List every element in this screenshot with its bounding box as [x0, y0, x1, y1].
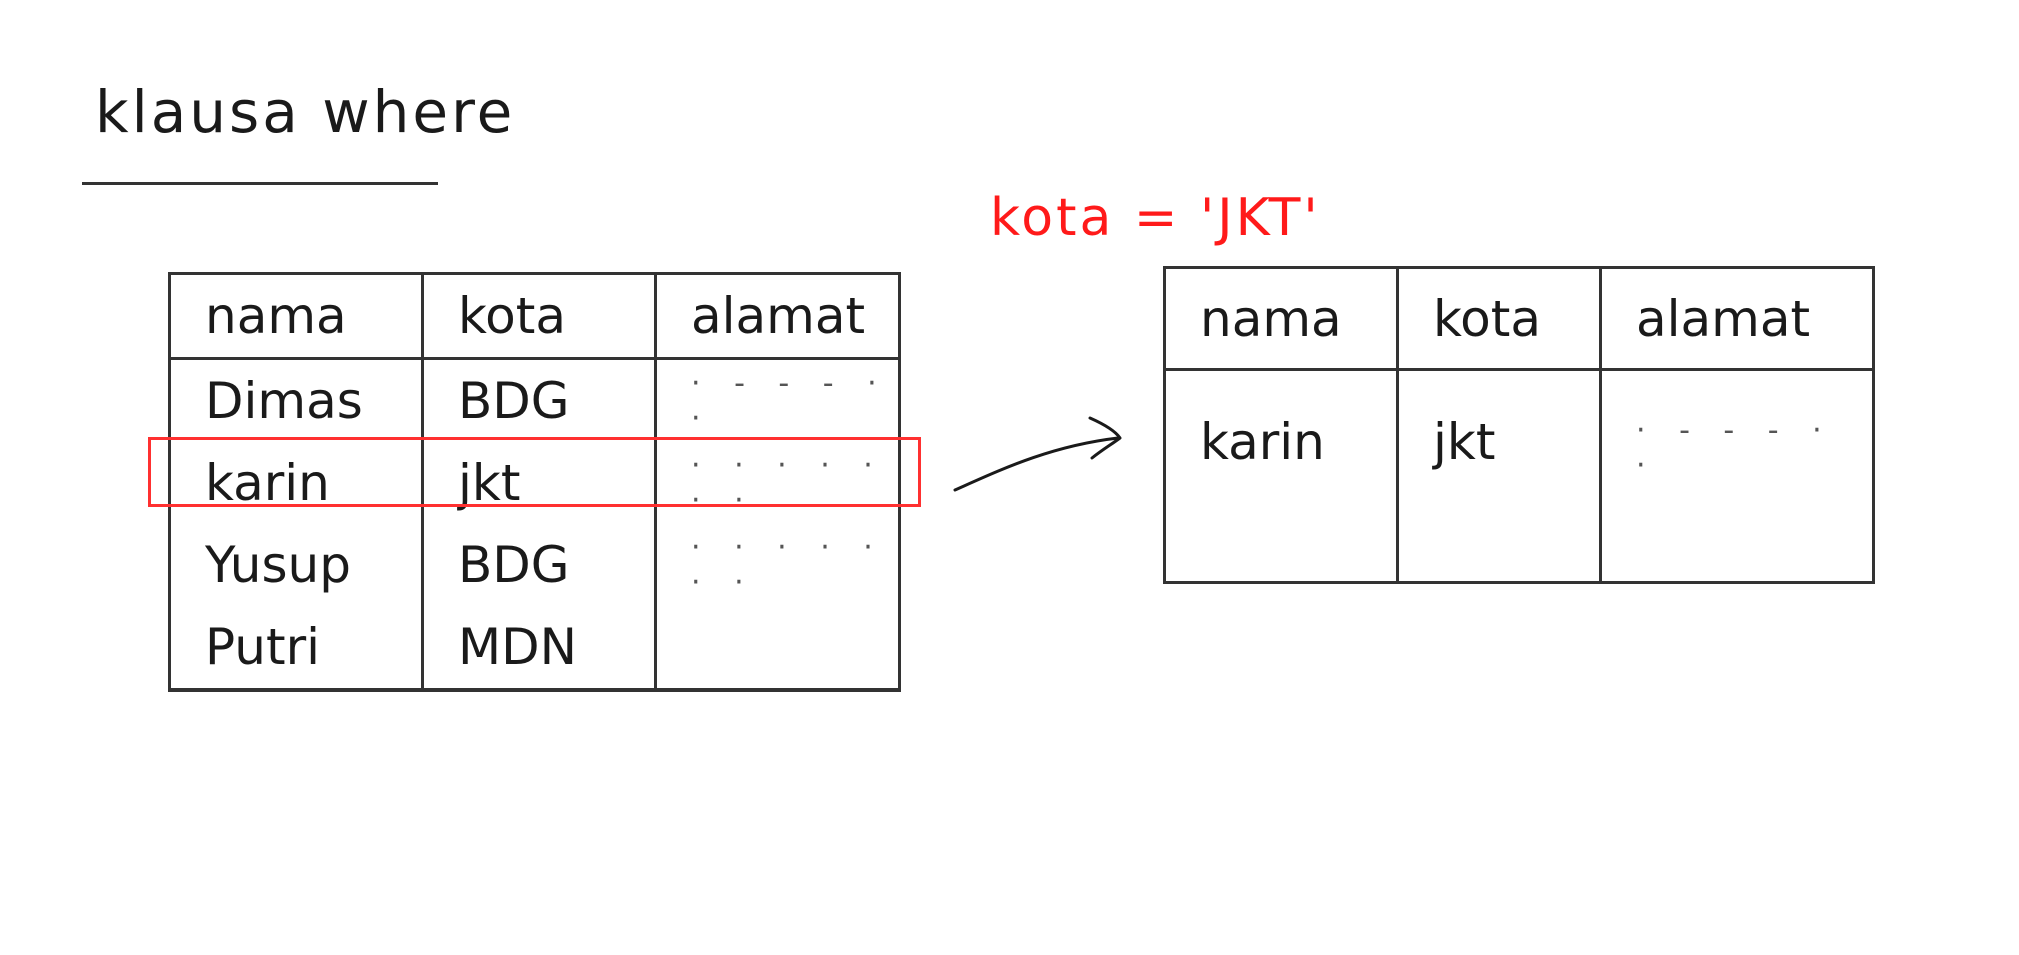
result-header-nama: nama: [1164, 267, 1399, 371]
source-cell-alamat: · · · · · · ·: [691, 530, 885, 600]
result-header-kota: kota: [1397, 267, 1602, 371]
source-row: Yusup BDG · · · · · · ·: [169, 524, 900, 606]
source-cell-alamat: · - - - · ·: [691, 366, 889, 436]
source-cell-nama: karin: [169, 442, 424, 524]
result-cell-alamat: · - - - · ·: [1636, 413, 1834, 483]
source-cell-nama: Dimas: [169, 358, 424, 442]
where-condition: kota = 'JKT': [990, 188, 1321, 248]
source-cell-nama: Yusup: [169, 524, 424, 606]
source-cell-kota: BDG: [422, 524, 657, 606]
result-row: karin jkt · - - - · ·: [1164, 369, 1874, 583]
page-title: klausa where: [95, 78, 516, 146]
source-row: Putri MDN: [169, 606, 900, 690]
source-cell-nama: Putri: [169, 606, 424, 690]
result-cell-nama: karin: [1164, 369, 1399, 583]
source-row: Dimas BDG · - - - · ·: [169, 358, 900, 442]
result-header-alamat: alamat: [1600, 267, 1874, 371]
source-header-alamat: alamat: [655, 273, 900, 360]
result-header-row: nama kota alamat: [1164, 267, 1874, 371]
source-cell-kota: BDG: [422, 358, 657, 442]
result-cell-kota: jkt: [1397, 369, 1602, 583]
source-cell-alamat: · · · · · · ·: [691, 448, 885, 518]
source-header-nama: nama: [169, 273, 424, 360]
source-cell-kota: MDN: [422, 606, 657, 690]
result-table: nama kota alamat karin jkt · - - - · ·: [1163, 266, 1875, 584]
source-cell-alamat: [656, 606, 900, 690]
source-cell-kota: jkt: [422, 442, 657, 524]
source-header-kota: kota: [422, 273, 657, 360]
source-row-highlighted: karin jkt · · · · · · ·: [169, 442, 900, 524]
highlight-box: [148, 437, 921, 507]
arrow-icon: [953, 416, 1122, 492]
source-table: nama kota alamat Dimas BDG · - - - · · k…: [168, 272, 901, 692]
source-header-row: nama kota alamat: [169, 273, 900, 360]
title-underline: [82, 182, 438, 185]
